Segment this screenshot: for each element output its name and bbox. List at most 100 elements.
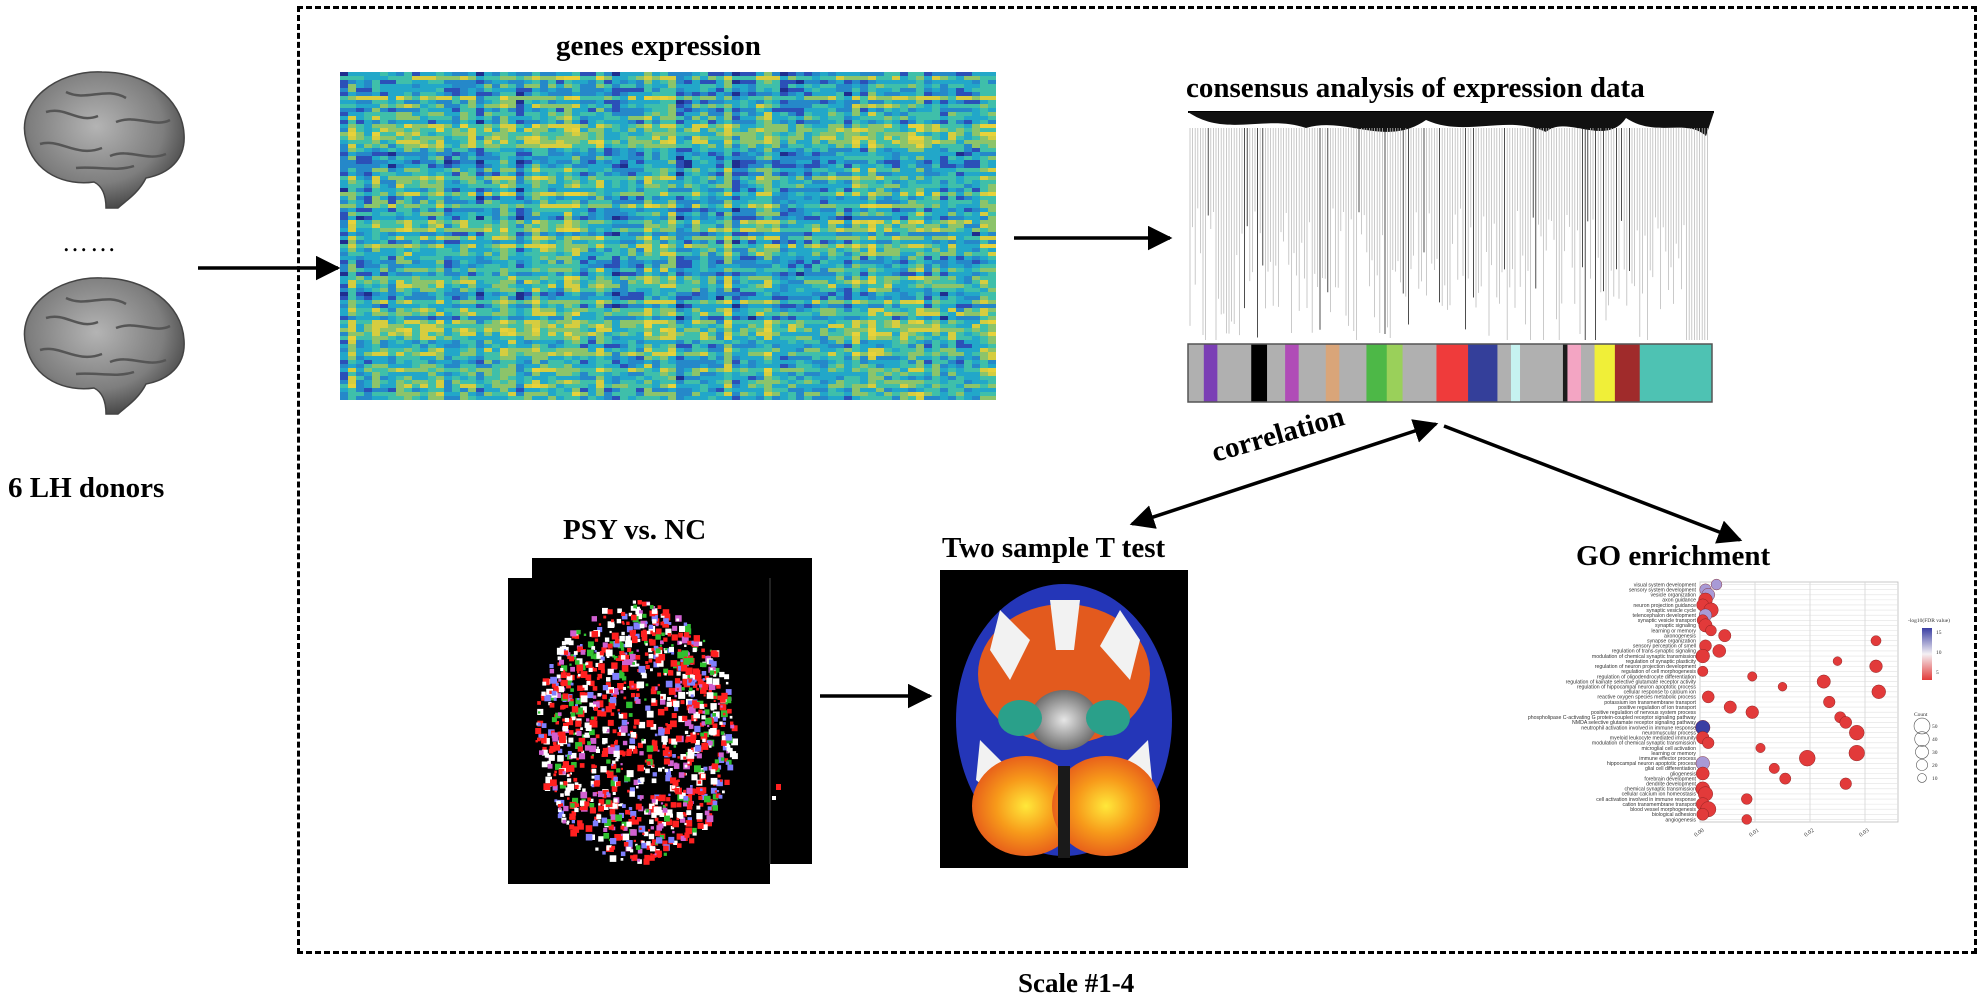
go-legend-fdr-title: -log10(FDR value) — [1908, 617, 1950, 624]
consensus-title: consensus analysis of expression data — [1186, 72, 1645, 104]
go-term-label: regulation of trans-synaptic signaling — [1612, 649, 1696, 655]
go-term-label: gliogenesis — [1670, 771, 1696, 777]
go-enrichment-point — [1745, 705, 1759, 719]
module-color-block — [1217, 344, 1252, 402]
module-color-block — [1203, 344, 1218, 402]
two-sample-t-brain — [940, 570, 1188, 868]
go-enrichment-point — [1755, 743, 1766, 753]
go-term-label: learning or memory — [1651, 751, 1696, 757]
arrow-correlation — [1129, 419, 1439, 529]
module-color-block — [1436, 344, 1469, 402]
go-term-label: NMDA selective glutamate receptor signal… — [1572, 720, 1696, 726]
module-color-block — [1497, 344, 1512, 402]
go-legend-count-circle — [1917, 773, 1927, 783]
go-enrichment-title: GO enrichment — [1576, 540, 1771, 572]
go-legend-count-value: 50 — [1932, 724, 1938, 730]
go-legend-count-value: 40 — [1932, 737, 1938, 743]
go-term-label: microglial cell activation — [1642, 746, 1697, 752]
module-color-block — [1366, 344, 1388, 402]
module-color-block — [1339, 344, 1367, 402]
go-x-tick: 0.00 — [1693, 828, 1705, 839]
module-color-block — [1402, 344, 1437, 402]
module-color-block — [1581, 344, 1595, 402]
go-term-label: blood vessel morphogenesis — [1630, 807, 1696, 813]
go-term-label: synapse organization — [1647, 639, 1696, 645]
go-term-label: synaptic vesicle cycle — [1646, 608, 1696, 614]
donor-ellipsis: …… — [62, 228, 118, 257]
go-term-label: sensory perception of smell — [1633, 644, 1696, 650]
go-legend-count-circle — [1913, 717, 1931, 735]
module-color-block — [1188, 344, 1205, 402]
go-term-label: axon guidance — [1662, 598, 1696, 604]
go-enrichment-point — [1816, 674, 1831, 689]
go-enrichment-point — [1741, 793, 1753, 805]
go-term-label: glial cell differentiation — [1645, 766, 1696, 772]
go-enrichment-point — [1839, 716, 1852, 729]
go-enrichment-point — [1702, 736, 1715, 749]
two-sample-t-title: Two sample T test — [942, 532, 1166, 564]
go-term-label: telencephalon development — [1633, 613, 1697, 619]
go-enrichment-point — [1710, 578, 1723, 591]
go-term-label: regulation of oligodendrocyte differenti… — [1597, 674, 1696, 680]
module-color-block — [1614, 344, 1641, 402]
go-term-label: regulation of kainate selective glutamat… — [1566, 679, 1697, 685]
module-color-block — [1594, 344, 1616, 402]
go-term-label: cellular calcium ion homeostasis — [1622, 792, 1697, 798]
go-enrichment-point — [1718, 629, 1732, 643]
module-color-block — [1325, 344, 1340, 402]
module-color-block — [1562, 344, 1568, 402]
donor-brain-top-icon — [23, 71, 185, 209]
go-legend-count-value: 20 — [1932, 763, 1938, 769]
go-term-label: regulation of hippocampal neuron apoptot… — [1577, 684, 1697, 690]
go-term-label: myeloid leukocyte mediated immunity — [1610, 736, 1697, 742]
go-term-label: regulation of synaptic plasticity — [1626, 659, 1697, 665]
go-enrichment-point — [1695, 648, 1710, 664]
go-enrichment-point — [1697, 665, 1709, 677]
go-term-label: cellular response to calcium ion — [1624, 690, 1696, 696]
consensus-dendrogram — [1187, 111, 1714, 403]
go-legend-fdr-value: 10 — [1936, 650, 1942, 656]
go-term-label: forebrain development — [1644, 776, 1696, 782]
go-legend-count-circle — [1916, 759, 1928, 771]
go-enrichment-point — [1702, 690, 1715, 704]
go-term-label: sensory system development — [1629, 587, 1697, 593]
go-enrichment-point — [1741, 814, 1752, 825]
donor-brain-bottom-icon — [23, 277, 185, 415]
go-term-label: regulation of cell morphogenesis — [1621, 669, 1696, 675]
go-term-label: visual system development — [1634, 582, 1697, 588]
donors-label: 6 LH donors — [8, 472, 165, 504]
go-enrichment-point — [1849, 725, 1865, 741]
module-color-block — [1386, 344, 1403, 402]
dashed-pipeline-frame — [297, 6, 1977, 954]
go-legend-count-value: 10 — [1932, 776, 1938, 782]
go-term-label: vesicle organization — [1650, 593, 1696, 599]
go-enrichment-point — [1870, 635, 1882, 647]
go-term-label: neuron projection guidance — [1633, 603, 1696, 609]
go-term-label: neuromuscular process — [1642, 730, 1696, 736]
go-term-label: learning or memory — [1651, 628, 1696, 634]
module-color-block — [1285, 344, 1300, 402]
go-enrichment-point — [1696, 808, 1709, 821]
go-legend-count-value: 30 — [1932, 750, 1938, 756]
go-term-label: regulation of neuron projection developm… — [1595, 664, 1697, 670]
module-color-block — [1567, 344, 1582, 402]
go-x-tick: 0.03 — [1858, 828, 1870, 839]
module-color-block — [1298, 344, 1327, 402]
go-x-tick: 0.01 — [1748, 828, 1760, 839]
go-enrichment-point — [1832, 656, 1843, 666]
psy-vs-nc-brain-stack — [508, 558, 812, 884]
go-enrichment-point — [1839, 777, 1852, 790]
go-term-label: neutrophil activation involved in immune… — [1581, 725, 1696, 731]
go-enrichment-point — [1723, 700, 1737, 714]
go-term-label: immune effector process — [1639, 756, 1696, 762]
go-enrichment-point — [1747, 671, 1758, 682]
module-color-block — [1251, 344, 1268, 402]
go-term-label: synaptic signaling — [1655, 623, 1696, 629]
go-term-label: cell activation involved in immune respo… — [1596, 797, 1696, 803]
go-term-label: synaptic vesicle transport — [1638, 618, 1697, 624]
go-legend-fdr-value: 15 — [1936, 630, 1942, 636]
go-enrichment-point — [1799, 750, 1816, 767]
genes-expression-title: genes expression — [556, 30, 761, 62]
